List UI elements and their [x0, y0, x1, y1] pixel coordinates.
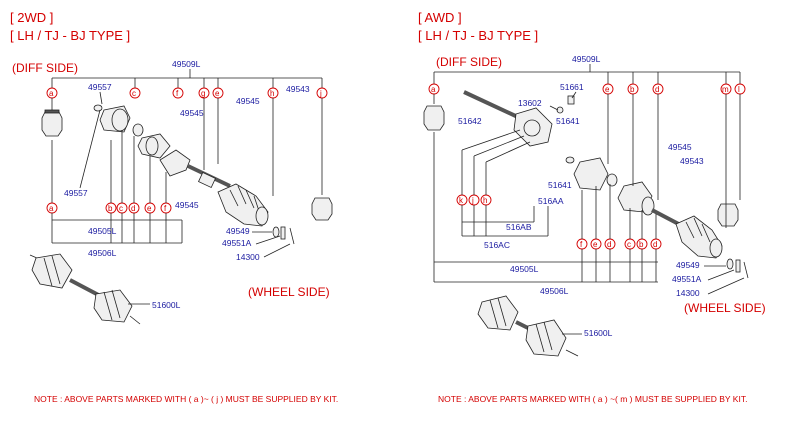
- right-wheel-clamp: [717, 203, 739, 227]
- left-outer-boot: [217, 183, 269, 227]
- right-516-brackets: [461, 205, 549, 237]
- right-part-14300: 14300: [676, 288, 700, 298]
- left-part-49509L: 49509L: [172, 59, 201, 69]
- right-inner-joint: [573, 157, 655, 216]
- right-part-51641-a: 51641: [556, 116, 580, 126]
- left-bubble-c-top: c: [132, 89, 136, 98]
- right-part-13602: 13602: [518, 98, 542, 108]
- left-part-49543: 49543: [286, 84, 310, 94]
- left-bottom-bracket: [51, 213, 183, 244]
- left-nut-set: [272, 226, 295, 245]
- right-diff-side-label: (DIFF SIDE): [436, 55, 502, 69]
- right-bubble-c-bottom: c: [627, 240, 631, 249]
- left-bubble-a-top: a: [49, 89, 54, 98]
- left-shaft-assembly: [29, 253, 141, 325]
- left-bubble-b-bottom: b: [108, 204, 113, 213]
- left-bottom-bubbles: [46, 202, 172, 214]
- right-part-49509L: 49509L: [572, 54, 601, 64]
- right-drive-title: [ AWD ]: [418, 10, 462, 25]
- left-bubble-a-bottom: a: [49, 204, 54, 213]
- left-part-49549: 49549: [226, 226, 250, 236]
- left-bubble-f-bottom: f: [164, 204, 167, 213]
- right-bubble-j: j: [471, 196, 474, 205]
- left-note: NOTE : ABOVE PARTS MARKED WITH ( a )~ ( …: [34, 394, 338, 404]
- left-top-bubbles: [46, 87, 328, 99]
- left-inner-joint: [99, 105, 171, 159]
- left-bubble-j-top: j: [319, 89, 322, 98]
- left-type-title: [ LH / TJ - BJ TYPE ]: [10, 28, 130, 43]
- left-part-49505L: 49505L: [88, 226, 117, 236]
- right-bubble-d-top: d: [655, 85, 659, 94]
- right-type-title: [ LH / TJ - BJ TYPE ]: [418, 28, 538, 43]
- right-mid-bubbles: [456, 194, 492, 206]
- left-part-49545-c: 49545: [175, 200, 199, 210]
- right-part-49549: 49549: [676, 260, 700, 270]
- left-part-49551A: 49551A: [222, 238, 252, 248]
- right-bubble-k: k: [459, 196, 464, 205]
- right-bubble-h: h: [483, 196, 487, 205]
- right-part-516AB: 516AB: [506, 222, 532, 232]
- left-bubble-e-top: e: [215, 89, 220, 98]
- left-part-49557-top: 49557: [88, 82, 112, 92]
- right-top-bubbles: [428, 83, 746, 95]
- left-part-49506L: 49506L: [88, 248, 117, 258]
- right-top-bracket: [433, 64, 741, 84]
- left-bubble-c-bottom: c: [119, 204, 123, 213]
- left-part-49545-a: 49545: [180, 108, 204, 118]
- left-top-bracket: [51, 77, 323, 88]
- right-part-49506L: 49506L: [540, 286, 569, 296]
- left-part-51600L: 51600L: [152, 300, 181, 310]
- left-bubble-e-bottom: e: [147, 204, 152, 213]
- left-center-shaft: [159, 149, 231, 189]
- right-wheel-side-label: (WHEEL SIDE): [684, 301, 766, 315]
- right-bottom-bracket: [433, 249, 658, 283]
- right-part-49551A: 49551A: [672, 274, 702, 284]
- right-outer-boot: [651, 208, 723, 259]
- right-bubble-m-top: m: [722, 85, 729, 94]
- left-boot-clamp: [41, 109, 63, 137]
- left-part-49557-bottom: 49557: [64, 188, 88, 198]
- right-bottom-bubbles: [576, 238, 662, 250]
- right-bubble-b-top: b: [630, 85, 635, 94]
- right-bubble-a-top: a: [431, 85, 436, 94]
- right-nut-set: [726, 258, 749, 279]
- left-part-14300: 14300: [236, 252, 260, 262]
- right-bubble-e-top: e: [605, 85, 610, 94]
- right-shaft-assembly: [477, 295, 579, 357]
- right-note: NOTE : ABOVE PARTS MARKED WITH ( a ) ~( …: [438, 394, 747, 404]
- right-part-51641-b: 51641: [548, 180, 572, 190]
- right-part-516AA: 516AA: [538, 196, 564, 206]
- right-bubble-l-top: l: [738, 85, 740, 94]
- right-part-516AC: 516AC: [484, 240, 510, 250]
- right-part-51600L: 51600L: [584, 328, 613, 338]
- right-bubble-d-bottom: d: [607, 240, 611, 249]
- left-diff-side-label: (DIFF SIDE): [12, 61, 78, 75]
- right-part-51642: 51642: [458, 116, 482, 126]
- left-bubble-h-top: h: [270, 89, 274, 98]
- right-bubble-f-bottom: f: [580, 240, 583, 249]
- left-bubble-f-top: f: [176, 89, 179, 98]
- left-bubble-g-top: g: [201, 89, 205, 98]
- right-bubble-e-bottom: e: [593, 240, 598, 249]
- right-part-51661: 51661: [560, 82, 584, 92]
- left-drive-title: [ 2WD ]: [10, 10, 53, 25]
- left-wheel-side-label: (WHEEL SIDE): [248, 285, 330, 299]
- right-part-49505L: 49505L: [510, 264, 539, 274]
- left-part-49545-b: 49545: [236, 96, 260, 106]
- left-bubble-d-bottom: d: [131, 204, 135, 213]
- right-part-49543: 49543: [680, 156, 704, 166]
- left-wheel-clamp: [311, 197, 333, 221]
- right-boot-clamp: [423, 105, 445, 131]
- right-bubble-d2-bottom: d: [653, 240, 657, 249]
- right-part-49545: 49545: [668, 142, 692, 152]
- right-bubble-b-bottom: b: [639, 240, 644, 249]
